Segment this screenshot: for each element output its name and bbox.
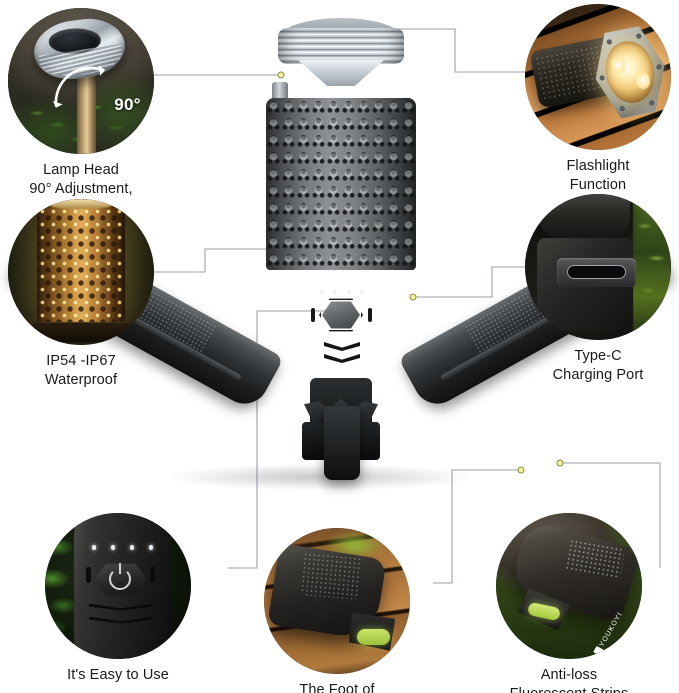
led-indicator xyxy=(320,290,324,294)
lamp-base-dark xyxy=(31,323,131,343)
callout-easy-to-use[interactable]: It's Easy to Use xyxy=(45,513,191,685)
callout-fixed-foot[interactable]: The Foot of the Lamp is Fixed xyxy=(264,528,410,693)
led-indicator xyxy=(346,290,351,294)
power-button-ring xyxy=(319,298,363,332)
button-side-slot-right xyxy=(368,308,372,322)
photo-grass-scene: YOUKOYI xyxy=(496,513,642,659)
callout-image-easy-to-use xyxy=(45,513,191,659)
led-indicator xyxy=(333,290,338,294)
callout-caption-fluorescent-strips: Anti-loss Fluorescent Strips xyxy=(510,667,629,693)
product-image-tripod-lamp: YOUKOYI xyxy=(9,18,673,490)
lamp-top-glow xyxy=(48,199,114,210)
callout-image-fluorescent-strips: YOUKOYI xyxy=(496,513,642,659)
floor-shadow xyxy=(170,464,470,490)
callout-flashlight[interactable]: Flashlight Function xyxy=(525,4,671,194)
callout-caption-charging-port: Type-C Charging Port xyxy=(552,348,644,383)
chevron-vent-lower xyxy=(88,616,154,624)
callout-image-charging-port xyxy=(525,194,671,340)
callout-lamp-head[interactable]: 90° Lamp Head 90° Adjustment, xyxy=(8,8,154,198)
lamp-head-neck xyxy=(272,82,288,100)
lamp-head-fins xyxy=(278,28,404,64)
power-symbol-icon xyxy=(109,568,132,591)
photo-lamp-foot xyxy=(264,528,410,674)
rotation-arc-arrow xyxy=(53,64,106,108)
photo-usb-port xyxy=(525,194,671,340)
led-indicator xyxy=(91,545,97,550)
callout-image-lamp-head: 90° xyxy=(8,8,154,154)
type-c-port-icon xyxy=(567,265,626,280)
callout-caption-waterproof: IP54 -IP67 Waterproof xyxy=(44,353,118,388)
button-side-slot-right xyxy=(150,567,156,584)
callout-caption-easy-to-use: It's Easy to Use xyxy=(67,667,169,683)
photo-power-button xyxy=(45,513,191,659)
led-indicator xyxy=(110,545,116,550)
callout-caption-fixed-foot: The Foot of the Lamp is Fixed xyxy=(299,682,375,693)
chevron-vents xyxy=(88,603,154,636)
lamp-head-cone xyxy=(298,60,384,86)
callout-image-flashlight xyxy=(525,4,671,150)
mesh-perforation-pattern xyxy=(266,98,416,270)
battery-led-indicators xyxy=(320,290,364,294)
leg-shell xyxy=(324,406,360,480)
led-indicator xyxy=(359,290,364,294)
fluorescent-strip xyxy=(357,628,390,645)
background-foliage xyxy=(633,194,671,340)
angle-label: 90° xyxy=(114,94,141,114)
power-button[interactable] xyxy=(322,301,360,329)
lamp-body-mesh xyxy=(266,98,416,270)
callout-image-fixed-foot xyxy=(264,528,410,674)
perforation-glow xyxy=(37,204,125,322)
flashlight-bezel xyxy=(587,22,671,124)
callout-image-waterproof xyxy=(8,199,154,345)
chevron-vent-upper xyxy=(88,603,154,611)
button-side-slot-left xyxy=(85,567,91,584)
wooden-pole xyxy=(76,66,96,154)
callout-caption-lamp-head: Lamp Head 90° Adjustment, xyxy=(29,162,133,197)
battery-led-indicators-closeup xyxy=(91,545,154,550)
usb-port-plate xyxy=(557,258,636,288)
photo-deck-scene xyxy=(525,4,671,150)
perforated-lamp-cylinder xyxy=(37,204,125,322)
lamp-upper-shell xyxy=(539,194,631,238)
callout-caption-flashlight: Flashlight Function xyxy=(566,158,630,193)
button-side-slot-left xyxy=(311,308,315,322)
mesh-highlight-layer xyxy=(266,98,416,270)
callout-charging-port[interactable]: Type-C Charging Port xyxy=(525,194,671,384)
led-indicator xyxy=(148,545,154,550)
callout-fluorescent-strips[interactable]: YOUKOYI Anti-loss Fluorescent Strips xyxy=(478,513,660,693)
callout-waterproof[interactable]: IP54 -IP67 Waterproof xyxy=(8,199,154,389)
lamp-head xyxy=(278,18,404,86)
tripod-leg-rear xyxy=(324,406,360,480)
photo-glowing-lantern xyxy=(8,199,154,345)
led-indicator xyxy=(129,545,135,550)
photo-garden-scene: 90° xyxy=(8,8,154,154)
